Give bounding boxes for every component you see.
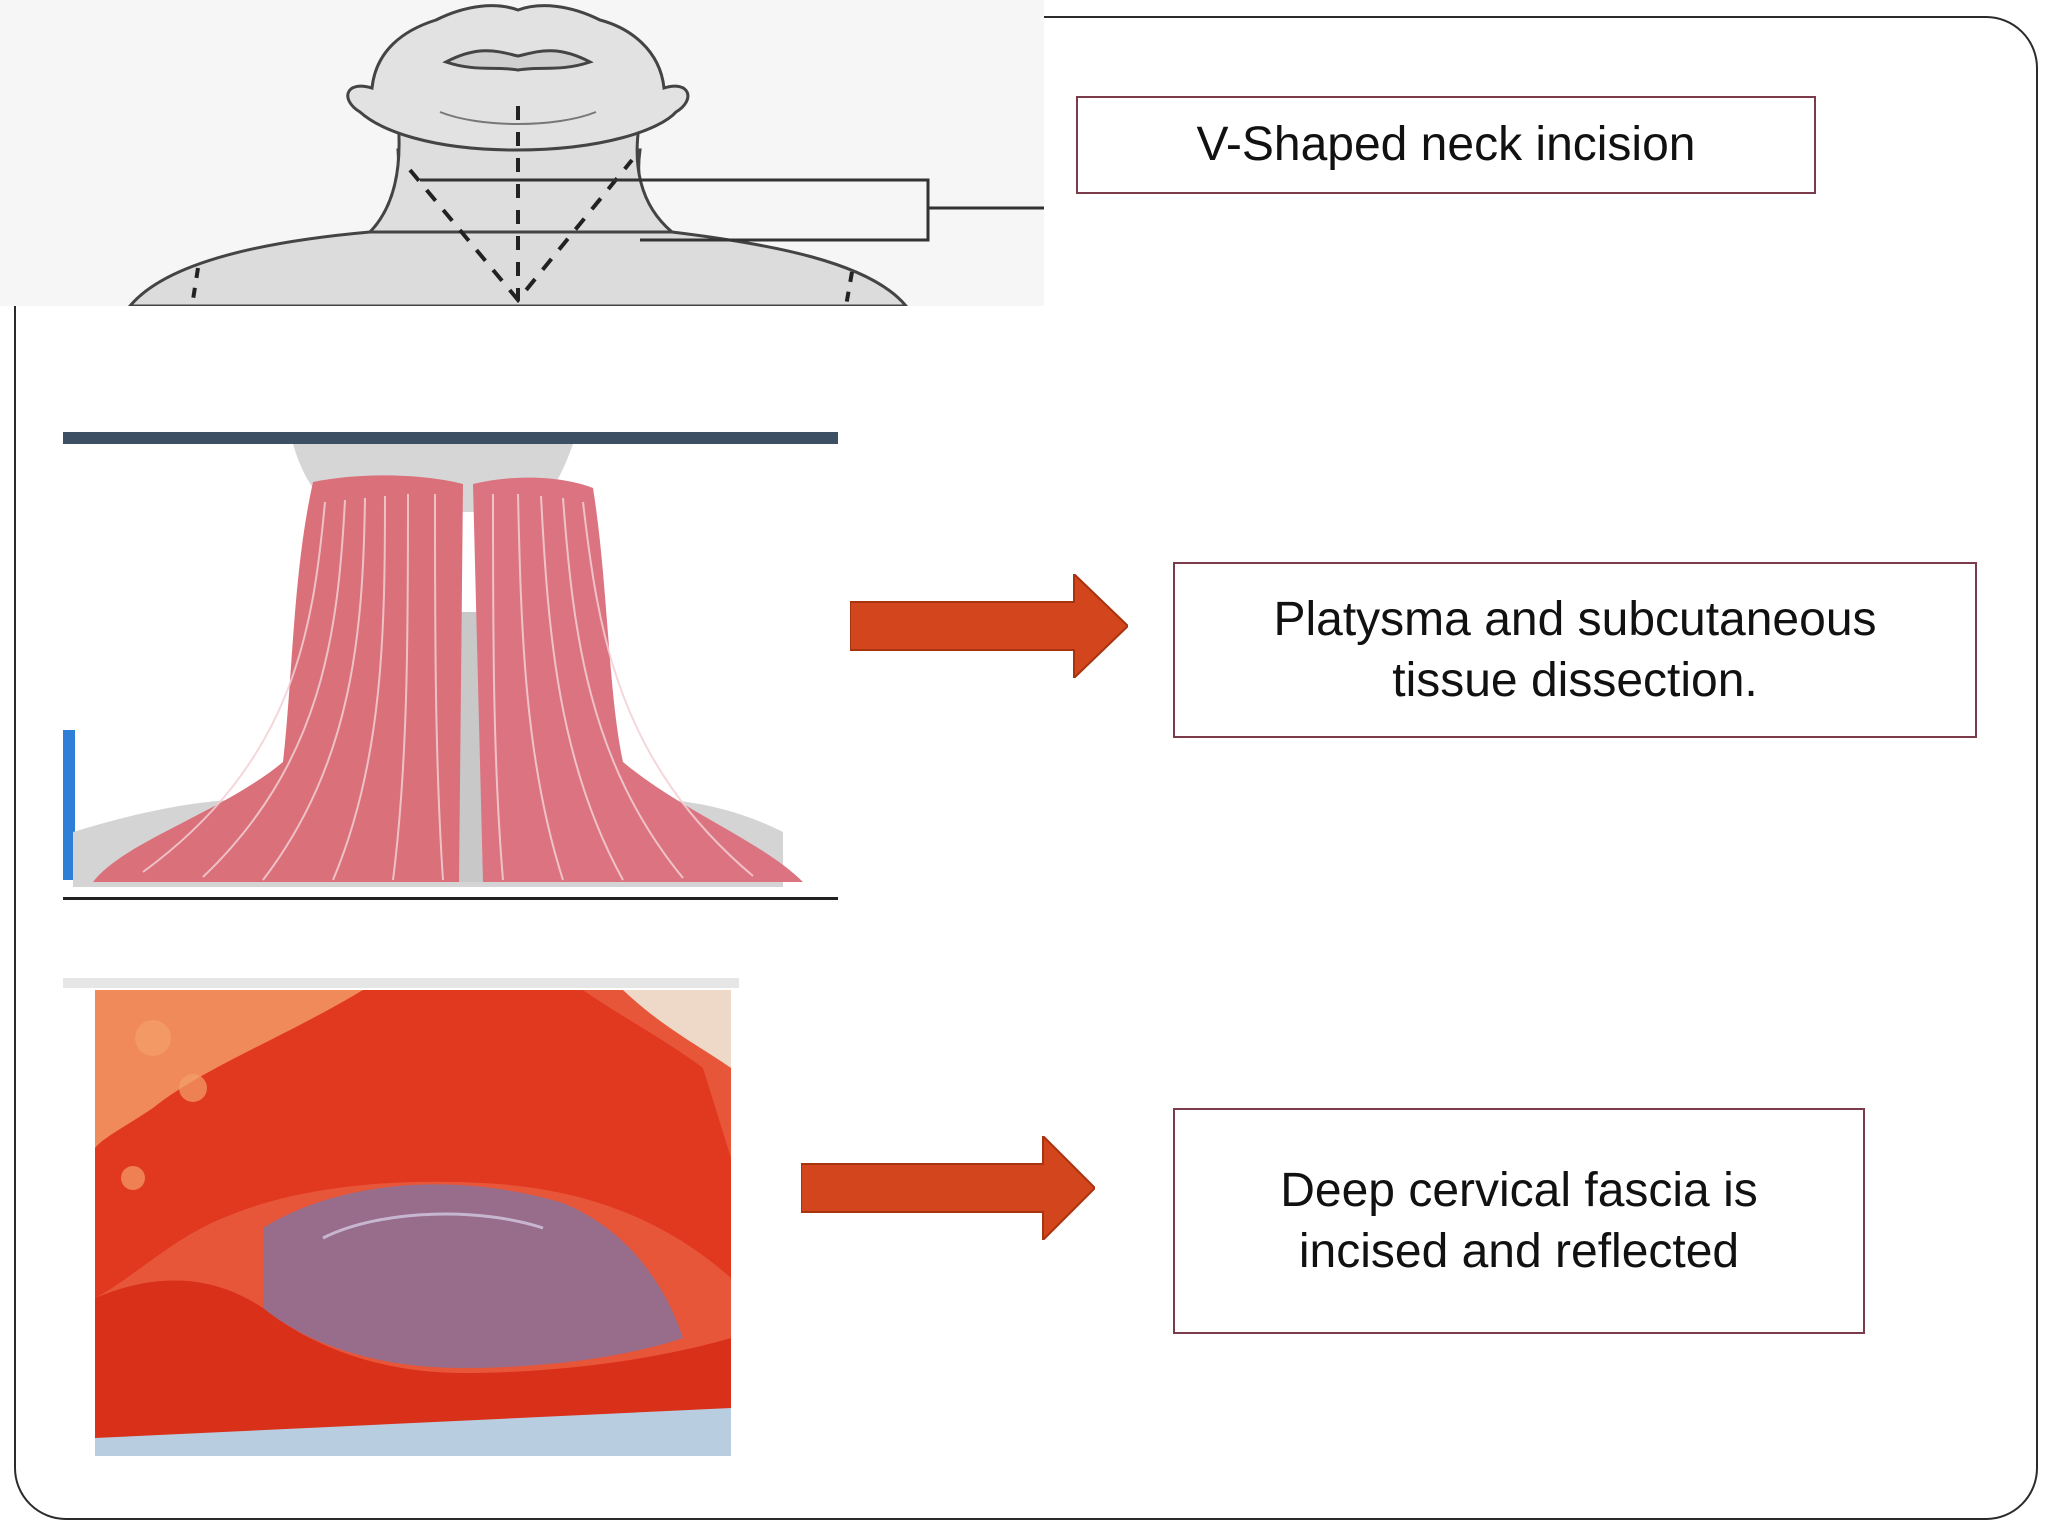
step3-callout-box: Deep cervical fascia is incised and refl… (1173, 1108, 1865, 1334)
platysma-illustration (63, 432, 838, 902)
arrow-right-icon (850, 574, 1128, 678)
arrow-right-icon (801, 1136, 1095, 1240)
step2-label: Platysma and subcutaneous tissue dissect… (1273, 592, 1877, 707)
step3-label: Deep cervical fascia is incised and refl… (1280, 1163, 1758, 1278)
neck-incision-diagram (0, 0, 1044, 306)
surgical-field-photo (63, 978, 739, 1480)
step1-callout-box: V-Shaped neck incision (1076, 96, 1816, 194)
step2-callout-box: Platysma and subcutaneous tissue dissect… (1173, 562, 1977, 738)
step1-label: V-Shaped neck incision (1196, 118, 1696, 172)
